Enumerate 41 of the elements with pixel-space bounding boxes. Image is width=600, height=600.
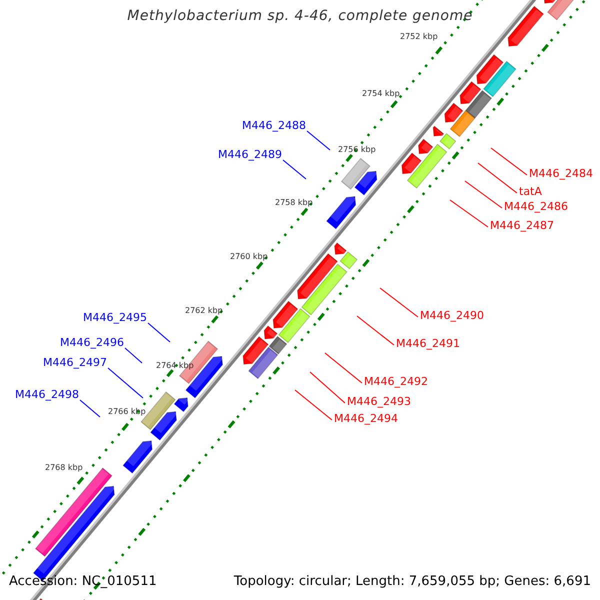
gene-label: M446_2488	[242, 120, 306, 132]
leader-line	[306, 130, 330, 150]
footer-text: Accession: NC_010511	[9, 575, 157, 590]
gene-label: M446_2496	[60, 337, 124, 350]
leader-line	[324, 352, 362, 384]
scale-label: 2756 kbp	[338, 146, 376, 155]
gene-label: M446_2486	[504, 201, 568, 214]
leader-line	[294, 390, 332, 420]
gene-label: M446_2497	[43, 357, 107, 370]
scale-label: 2766 kbp	[108, 408, 146, 417]
leader-line	[380, 288, 418, 318]
scale-label: 2758 kbp	[275, 199, 313, 208]
gene-label: M446_2495	[83, 312, 147, 324]
scale-label: 2760 kbp	[230, 253, 268, 262]
leader-line	[464, 180, 502, 208]
leader-line	[478, 162, 518, 194]
gene-label: M446_2498	[15, 389, 79, 402]
leader-line	[356, 316, 394, 346]
scale-label: 2754 kbp	[362, 90, 400, 99]
gene-label: M446_2491	[396, 338, 460, 350]
leader-line	[282, 160, 306, 180]
leader-line	[80, 400, 100, 418]
leader-line	[490, 148, 528, 176]
gene-label: tatA	[519, 186, 542, 198]
leader-line	[148, 322, 170, 342]
gene-label: M446_2484	[529, 168, 593, 180]
scale-label: 2768 kbp	[45, 464, 83, 473]
gene-label: M446_2493	[347, 396, 411, 408]
gene-label: M446_2487	[490, 220, 554, 232]
scale-label: 2752 kbp	[400, 33, 438, 42]
footer-text: Topology: circular; Length: 7,659,055 bp; Genes: 6,691	[234, 575, 591, 590]
gene-label: M446_2494	[334, 413, 398, 426]
scale-label: 2762 kbp	[185, 307, 223, 316]
gene-label: M446_2492	[364, 376, 428, 388]
title: Methylobacterium sp. 4-46, complete genome	[126, 9, 474, 24]
gene-label: M446_2489	[218, 149, 282, 162]
gene-label: M446_2490	[420, 310, 484, 322]
leader-line	[124, 348, 142, 364]
leader-line	[310, 372, 346, 404]
leader-line	[108, 368, 144, 398]
leader-line	[450, 200, 488, 228]
